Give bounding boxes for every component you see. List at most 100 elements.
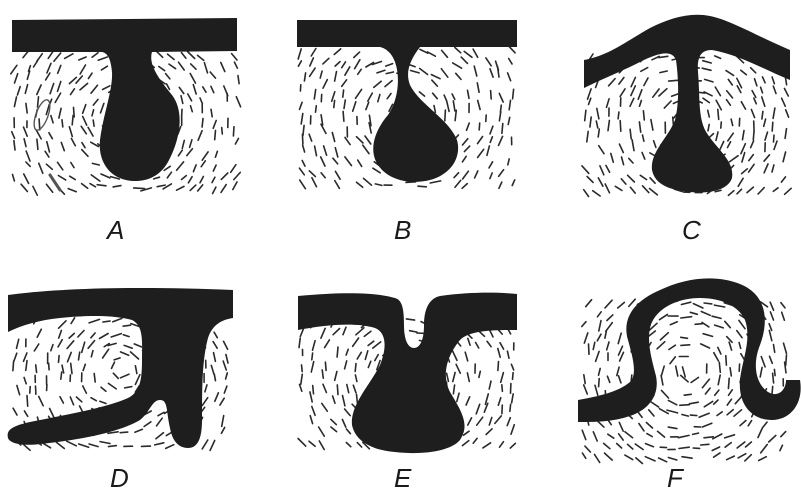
mesenchyme-cell-mark: [596, 121, 598, 128]
mesenchyme-cell-mark: [213, 187, 216, 193]
mesenchyme-cell-mark: [71, 163, 74, 168]
mesenchyme-cell-mark: [210, 441, 215, 451]
mesenchyme-cell-mark: [743, 131, 745, 140]
mesenchyme-cell-mark: [433, 93, 438, 99]
mesenchyme-cell-mark: [782, 312, 785, 320]
mesenchyme-cell-mark: [121, 374, 130, 378]
mesenchyme-cell-mark: [123, 325, 130, 326]
mesenchyme-cell-mark: [91, 333, 95, 338]
mesenchyme-cell-mark: [774, 369, 775, 375]
mesenchyme-cell-mark: [355, 364, 356, 372]
mesenchyme-cell-mark: [507, 351, 509, 358]
mesenchyme-cell-mark: [582, 453, 585, 458]
mesenchyme-cell-mark: [508, 73, 511, 81]
mesenchyme-cell-mark: [760, 367, 762, 377]
mesenchyme-cell-mark: [704, 401, 712, 406]
mesenchyme-cell-mark: [599, 321, 601, 331]
mesenchyme-cell-mark: [302, 134, 303, 144]
mesenchyme-cell-mark: [774, 345, 775, 353]
mesenchyme-cell-mark: [302, 161, 305, 167]
mesenchyme-cell-mark: [210, 72, 215, 78]
mesenchyme-cell-mark: [713, 434, 722, 439]
mesenchyme-cell-mark: [14, 353, 17, 361]
panel-f-label: F: [667, 463, 685, 491]
mesenchyme-cell-mark: [315, 146, 317, 156]
mesenchyme-cell-mark: [333, 329, 340, 335]
mesenchyme-cell-mark: [625, 455, 633, 460]
panel-a: A: [11, 18, 241, 245]
mesenchyme-cell-mark: [221, 173, 228, 179]
mesenchyme-cell-mark: [640, 175, 646, 179]
mesenchyme-cell-mark: [204, 63, 207, 73]
mesenchyme-cell-mark: [212, 177, 215, 182]
mesenchyme-cell-mark: [755, 79, 757, 86]
mesenchyme-cell-mark: [643, 186, 649, 193]
mesenchyme-cell-mark: [134, 344, 141, 347]
mesenchyme-cell-mark: [676, 366, 678, 376]
mesenchyme-cell-mark: [584, 385, 588, 394]
mesenchyme-cell-mark: [681, 317, 692, 318]
mesenchyme-cell-mark: [651, 120, 653, 131]
mesenchyme-cell-mark: [188, 52, 195, 59]
mesenchyme-cell-mark: [585, 446, 591, 452]
mesenchyme-cell-mark: [498, 349, 500, 358]
mesenchyme-cell-mark: [718, 347, 721, 354]
mesenchyme-cell-mark: [71, 89, 75, 95]
mesenchyme-cell-mark: [652, 56, 659, 59]
mesenchyme-cell-mark: [346, 443, 351, 447]
mesenchyme-cell-mark: [618, 333, 621, 343]
mesenchyme-cell-mark: [742, 169, 748, 174]
mesenchyme-cell-mark: [678, 435, 689, 437]
mesenchyme-cell-mark: [325, 362, 326, 370]
mesenchyme-cell-mark: [90, 184, 96, 187]
mesenchyme-cell-mark: [620, 352, 624, 361]
mesenchyme-cell-mark: [584, 190, 589, 197]
mesenchyme-cell-mark: [233, 182, 237, 190]
mesenchyme-cell-mark: [454, 173, 459, 178]
mesenchyme-cell-mark: [83, 116, 87, 125]
mesenchyme-cell-mark: [660, 314, 668, 319]
mesenchyme-cell-mark: [727, 399, 731, 405]
mesenchyme-cell-mark: [702, 322, 709, 327]
mesenchyme-cell-mark: [773, 108, 775, 118]
mesenchyme-cell-mark: [181, 96, 183, 104]
mesenchyme-cell-mark: [88, 341, 95, 349]
mesenchyme-cell-mark: [761, 357, 765, 367]
mesenchyme-cell-mark: [513, 89, 514, 99]
mesenchyme-cell-mark: [190, 140, 192, 148]
mesenchyme-cell-mark: [643, 111, 644, 120]
mesenchyme-cell-mark: [322, 370, 323, 378]
mesenchyme-cell-mark: [47, 142, 50, 152]
mesenchyme-cell-mark: [752, 91, 756, 98]
mesenchyme-cell-mark: [205, 385, 207, 392]
mesenchyme-cell-mark: [646, 423, 652, 429]
mesenchyme-cell-mark: [386, 72, 393, 74]
mesenchyme-cell-mark: [347, 385, 349, 393]
mesenchyme-cell-mark: [89, 319, 99, 323]
mesenchyme-cell-mark: [727, 91, 733, 98]
mesenchyme-cell-mark: [664, 101, 671, 108]
mesenchyme-cell-mark: [100, 401, 106, 403]
mesenchyme-cell-mark: [373, 342, 381, 348]
mesenchyme-cell-mark: [420, 69, 428, 75]
mesenchyme-cell-mark: [410, 331, 417, 332]
mesenchyme-cell-mark: [703, 98, 709, 102]
mesenchyme-cell-mark: [615, 186, 622, 190]
mesenchyme-cell-mark: [783, 152, 786, 162]
mesenchyme-cell-mark: [201, 161, 205, 167]
mesenchyme-cell-mark: [468, 90, 470, 98]
mesenchyme-cell-mark: [59, 330, 62, 338]
mesenchyme-cell-mark: [474, 66, 477, 76]
mesenchyme-cell-mark: [144, 422, 151, 427]
mesenchyme-cell-mark: [354, 52, 360, 57]
mesenchyme-cell-mark: [314, 90, 315, 100]
mesenchyme-cell-mark: [203, 87, 206, 92]
mesenchyme-cell-mark: [214, 374, 215, 381]
mesenchyme-cell-mark: [593, 191, 600, 196]
mesenchyme-cell-mark: [661, 375, 663, 385]
mesenchyme-cell-mark: [135, 366, 137, 374]
mesenchyme-cell-mark: [604, 443, 610, 448]
mesenchyme-cell-mark: [386, 64, 393, 67]
mesenchyme-cell-mark: [226, 355, 228, 364]
mesenchyme-cell-mark: [749, 155, 754, 161]
